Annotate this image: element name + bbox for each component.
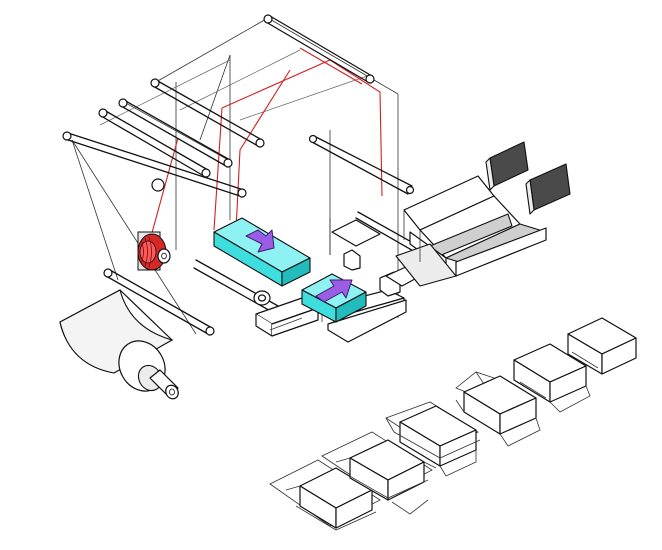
feed-arrow-lower (315, 279, 353, 303)
roller-left-1 (118, 98, 233, 168)
guide-rollers (62, 14, 441, 336)
package-stage-3 (385, 401, 481, 477)
roller-left-3 (62, 131, 247, 198)
roller-top (263, 14, 375, 84)
folding-plates (395, 141, 571, 287)
film-supply-roll (59, 289, 179, 400)
package-stage-5 (513, 343, 591, 413)
package-stage-4 (455, 371, 541, 447)
roller-right-bar (308, 134, 415, 195)
sealing-block-lower (301, 273, 367, 323)
film-path-red (149, 47, 383, 241)
roller-left-2 (98, 108, 211, 178)
package-stage-6 (567, 317, 637, 375)
roller-upper-left (150, 78, 265, 148)
roller-lower (103, 268, 215, 336)
feed-arrow-upper (245, 229, 275, 253)
sealing-block-upper (213, 217, 311, 287)
package-stage-1 (269, 459, 385, 531)
package-stage-2 (321, 431, 437, 515)
tape-roll (137, 178, 171, 271)
